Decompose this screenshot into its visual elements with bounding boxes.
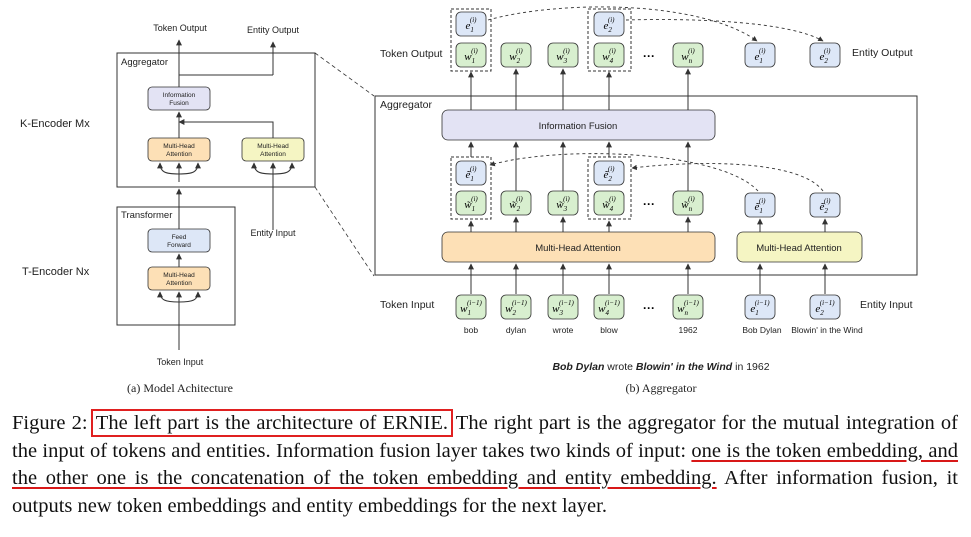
token-word-5: 1962 (679, 325, 698, 335)
sentence-mid-2: in 1962 (732, 361, 770, 373)
right-entity-input-label: Entity Input (860, 299, 913, 311)
left-aggregator-box (116, 52, 316, 188)
entity-word-1: Bob Dylan (742, 325, 781, 335)
transformer-box (116, 206, 236, 326)
caption-boxed-sentence: The left part is the architecture of ERN… (90, 409, 454, 437)
output-entity-e2 (809, 42, 841, 68)
caption-underlined-sentence: one is the token embedding, and the othe… (12, 439, 958, 490)
sentence-entity-1: Bob Dylan (552, 361, 604, 373)
output-token-w3 (547, 42, 579, 68)
svg-text:w̃n(i): w̃n(i) (681, 195, 695, 213)
input-token-w3 (547, 294, 579, 320)
mid-entity-e1 (744, 192, 776, 218)
right-entity-output-label: Entity Output (852, 47, 913, 59)
input-ellipsis: ··· (643, 301, 655, 315)
token-mha-box (441, 231, 716, 263)
caption-text-2: The right part is the aggregator for the… (12, 412, 958, 462)
right-subcaption: (b) Aggregator (626, 381, 697, 395)
left-aggregator-label: Aggregator (121, 57, 168, 68)
svg-text:w1(i): w1(i) (464, 47, 478, 65)
right-aggregator-box (374, 95, 918, 276)
zoom-line-bottom (314, 186, 375, 277)
k-encoder-label: K-Encoder Mx (20, 118, 90, 130)
output-ellipsis: ··· (643, 49, 655, 63)
left-info-fusion-text-1: Information (163, 92, 196, 99)
svg-text:wn(i): wn(i) (681, 47, 695, 65)
left-mha-token-text-1: Multi-Head (163, 143, 195, 150)
output-entity-e2-in-group (593, 11, 625, 37)
middle-ellipsis: ··· (643, 197, 655, 211)
left-entity-input-label: Entity Input (250, 228, 296, 238)
input-token-w1 (455, 294, 487, 320)
output-token-w4 (593, 42, 625, 68)
sentence-entity-2: Blowin' in the Wind (636, 361, 733, 373)
token-word-4: blow (600, 325, 618, 335)
info-fusion-box (441, 109, 716, 141)
caption-label: Figure 2: (12, 412, 94, 434)
output-token-w1 (455, 42, 487, 68)
caption-text-3: After information fusion, it outputs new… (12, 467, 958, 517)
right-aggregator-label: Aggregator (380, 99, 432, 111)
info-fusion-label: Information Fusion (539, 121, 618, 132)
token-mha-label: Multi-Head Attention (535, 243, 621, 254)
mid-token-w1 (455, 190, 487, 216)
t-encoder-label: T-Encoder Nx (22, 266, 90, 278)
input-token-wn (672, 294, 704, 320)
mid-token-w4 (593, 190, 625, 216)
left-info-fusion-text-2: Fusion (169, 100, 189, 107)
svg-text:w̃1(i): w̃1(i) (464, 195, 478, 213)
output-token-wn (672, 42, 704, 68)
left-token-input-label: Token Input (157, 357, 204, 367)
entity-mha-box (736, 231, 863, 263)
t-encoder-mha-text-1: Multi-Head (163, 272, 195, 279)
output-token-w2 (500, 42, 532, 68)
left-mha-entity-text-2: Attention (260, 151, 286, 158)
sentence-mid-1: wrote (604, 361, 636, 373)
input-token-w4 (593, 294, 625, 320)
right-token-output-label: Token Output (380, 48, 443, 60)
feed-forward-text-1: Feed (172, 234, 187, 241)
left-mha-token-text-2: Attention (166, 151, 192, 158)
svg-text:w̃4(i): w̃4(i) (602, 195, 616, 213)
output-group-2 (587, 8, 632, 72)
svg-text:w̃2(i): w̃2(i) (509, 195, 523, 213)
right-panel: Token Output Entity Output e1(i) e2(i) w… (374, 6, 918, 395)
token-word-1: bob (464, 325, 478, 335)
t-encoder-mha-text-2: Attention (166, 280, 192, 287)
left-entity-output-label: Entity Output (247, 25, 300, 35)
input-entity-e1 (744, 294, 776, 320)
input-token-w2 (500, 294, 532, 320)
figure-caption: Figure 2: The left part is the architect… (12, 409, 958, 520)
left-subcaption: (a) Model Achitecture (127, 381, 233, 395)
right-token-input-label: Token Input (380, 299, 434, 311)
transformer-label: Transformer (121, 210, 172, 221)
svg-text:w2(i): w2(i) (509, 47, 523, 65)
token-word-3: wrote (552, 325, 574, 335)
entity-word-2: Blowin' in the Wind (791, 325, 863, 335)
mid-entity-e2 (809, 192, 841, 218)
feed-forward-text-2: Forward (167, 242, 191, 249)
zoom-line-top (314, 52, 375, 97)
output-entity-e1-in-group (455, 11, 487, 37)
mid-entity-e2-in-group (593, 160, 625, 186)
output-group-1 (450, 8, 492, 72)
entity-mha-label: Multi-Head Attention (756, 243, 842, 254)
example-sentence: Bob Dylan wrote Blowin' in the Wind in 1… (552, 361, 769, 373)
left-mha-entity-text-1: Multi-Head (257, 143, 289, 150)
mid-entity-e1-in-group (455, 160, 487, 186)
svg-text:w3(i): w3(i) (556, 47, 570, 65)
output-entity-e1 (744, 42, 776, 68)
left-panel: Token Output Entity Output Aggregator In… (20, 23, 316, 395)
input-entity-e2 (809, 294, 841, 320)
token-word-2: dylan (506, 325, 527, 335)
svg-text:w4(i): w4(i) (602, 47, 616, 65)
left-token-output-label: Token Output (153, 23, 207, 33)
svg-text:w̃3(i): w̃3(i) (556, 195, 570, 213)
ernie-figure: Token Output Entity Output Aggregator In… (20, 6, 918, 395)
